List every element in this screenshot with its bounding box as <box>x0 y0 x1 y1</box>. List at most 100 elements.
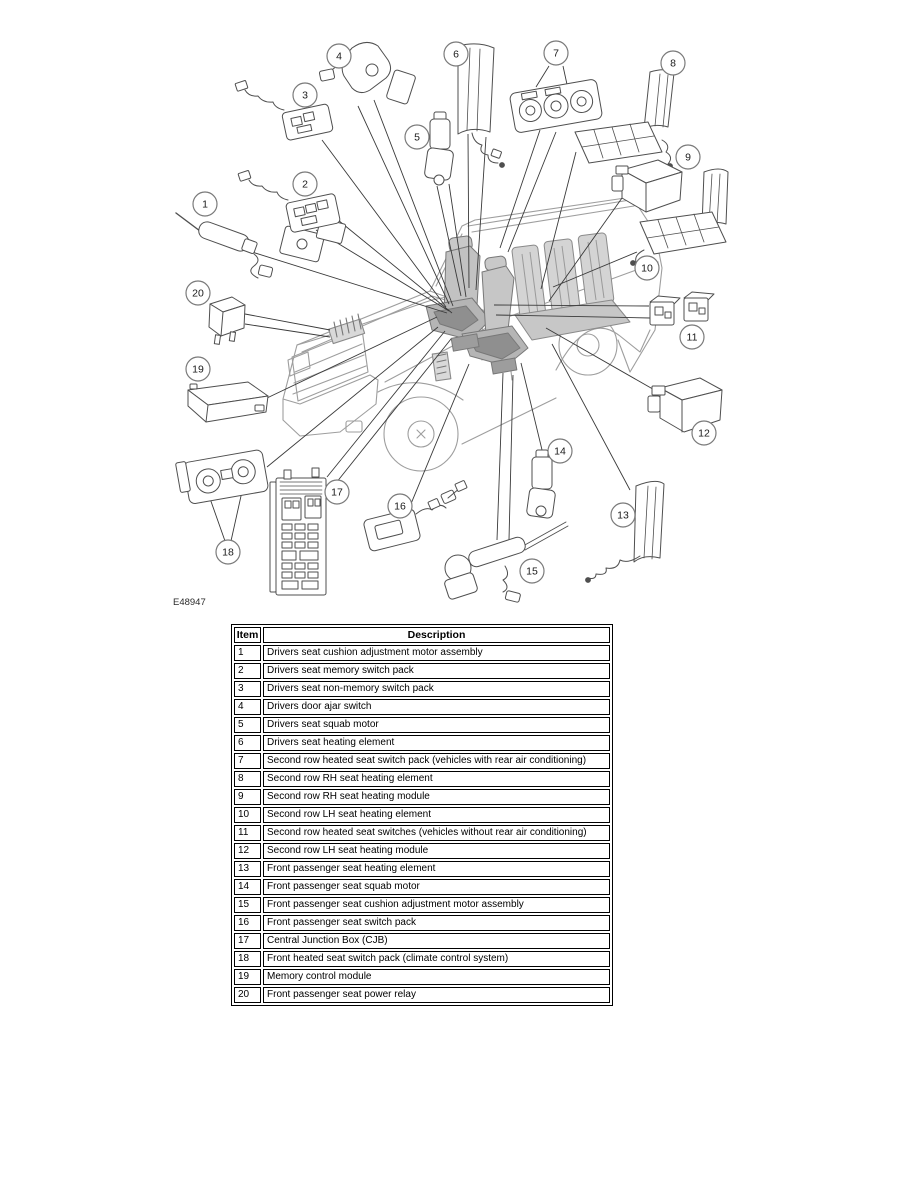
callout-8: 8 <box>660 50 686 76</box>
item-description: Memory control module <box>263 969 610 985</box>
item-description: Drivers seat non-memory switch pack <box>263 681 610 697</box>
item-number: 13 <box>234 861 261 877</box>
svg-text:1: 1 <box>202 199 208 211</box>
item-description: Central Junction Box (CJB) <box>263 933 610 949</box>
svg-text:19: 19 <box>192 364 204 376</box>
callout-4: 4 <box>326 43 352 69</box>
component-15-passenger-cushion-motor <box>444 521 569 603</box>
component-7-rear-ac-switch-pack <box>509 79 603 133</box>
item-number: 16 <box>234 915 261 931</box>
item-number: 18 <box>234 951 261 967</box>
item-number: 19 <box>234 969 261 985</box>
callout-15: 15 <box>519 558 545 584</box>
item-number: 14 <box>234 879 261 895</box>
component-19-memory-control-module <box>187 381 269 423</box>
item-number: 10 <box>234 807 261 823</box>
item-description: Front passenger seat heating element <box>263 861 610 877</box>
callout-12: 12 <box>691 420 717 446</box>
svg-text:15: 15 <box>526 566 538 578</box>
item-description: Drivers door ajar switch <box>263 699 610 715</box>
svg-text:3: 3 <box>302 90 308 102</box>
callout-9: 9 <box>675 144 701 170</box>
item-description: Drivers seat squab motor <box>263 717 610 733</box>
svg-text:8: 8 <box>670 58 676 70</box>
item-number: 20 <box>234 987 261 1003</box>
svg-text:14: 14 <box>554 446 566 458</box>
callout-13: 13 <box>610 502 636 528</box>
component-3-nonmemory-switch-pack <box>234 80 334 141</box>
figure-code: E48947 <box>173 597 206 608</box>
component-9-rh-heating-module <box>611 159 683 213</box>
item-number: 12 <box>234 843 261 859</box>
svg-text:7: 7 <box>553 48 559 60</box>
svg-text:16: 16 <box>394 501 406 513</box>
svg-text:11: 11 <box>687 332 698 344</box>
item-description: Front passenger seat squab motor <box>263 879 610 895</box>
item-number: 7 <box>234 753 261 769</box>
svg-text:17: 17 <box>331 487 343 499</box>
item-number: 17 <box>234 933 261 949</box>
hood-module-sketch <box>328 313 452 382</box>
item-description: Second row heated seat switch pack (vehi… <box>263 753 610 769</box>
item-description: Second row RH seat heating element <box>263 771 610 787</box>
table-header-row: Item Description <box>234 627 610 643</box>
svg-text:18: 18 <box>222 547 234 559</box>
item-number: 3 <box>234 681 261 697</box>
component-16-passenger-switch-pack <box>363 480 468 552</box>
callout-16: 16 <box>387 493 413 519</box>
item-number: 9 <box>234 789 261 805</box>
svg-text:6: 6 <box>453 49 459 61</box>
second-row-seats-sketch <box>511 232 631 341</box>
item-description: Drivers seat cushion adjustment motor as… <box>263 645 610 661</box>
svg-text:13: 13 <box>617 510 629 522</box>
callout-20: 20 <box>185 280 211 306</box>
item-description: Second row LH seat heating element <box>263 807 610 823</box>
item-number: 8 <box>234 771 261 787</box>
component-6-heating-element <box>457 43 505 168</box>
item-description: Front passenger seat cushion adjustment … <box>263 897 610 913</box>
item-description: Second row heated seat switches (vehicle… <box>263 825 610 841</box>
callout-5: 5 <box>404 124 430 150</box>
item-description: Front passenger seat switch pack <box>263 915 610 931</box>
item-number: 11 <box>234 825 261 841</box>
callout-19: 19 <box>185 356 211 382</box>
callout-18: 18 <box>215 539 241 565</box>
callout-3: 3 <box>292 82 318 108</box>
component-8-rh-heating-element <box>574 69 675 169</box>
svg-text:9: 9 <box>685 152 691 164</box>
component-13-passenger-heating-element <box>585 480 665 583</box>
svg-text:2: 2 <box>302 179 308 191</box>
item-description: Drivers seat heating element <box>263 735 610 751</box>
item-description: Drivers seat memory switch pack <box>263 663 610 679</box>
component-2-memory-switch-pack <box>237 170 341 233</box>
item-description: Front passenger seat power relay <box>263 987 610 1003</box>
svg-text:4: 4 <box>336 51 342 63</box>
callout-17: 17 <box>324 479 350 505</box>
svg-text:20: 20 <box>192 288 204 300</box>
leader-lines <box>206 65 659 542</box>
component-18-front-heated-seat-switch-pack <box>175 449 269 505</box>
item-number: 15 <box>234 897 261 913</box>
item-number: 2 <box>234 663 261 679</box>
